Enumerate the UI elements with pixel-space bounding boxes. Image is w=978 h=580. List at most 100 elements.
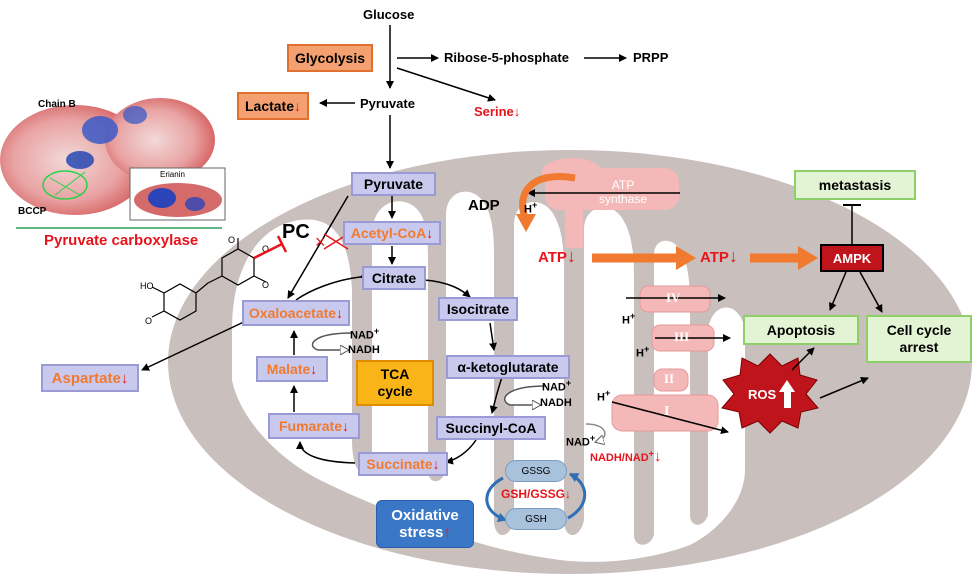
metastasis-label: metastasis [818,176,892,193]
glycolysis-box: Glycolysis [287,44,373,72]
ampk-box: AMPK [820,244,884,272]
lactate-label: Lactate [244,97,295,114]
fumarate-down-arrow: ↓ [342,417,350,434]
svg-text:O: O [228,235,235,245]
nad-label-2: NAD+ [542,378,571,394]
erianin-label: Erianin [160,170,185,179]
nadh-ratio-text: NADH/NAD [590,452,649,464]
h-plus-iii: + [643,344,650,354]
serine-label: Serine↓ [474,104,520,119]
malate-label: Malate [266,360,311,377]
serine-down-arrow: ↓ [513,104,521,119]
atp-text-2: ATP [700,249,729,266]
chain-b-label: Chain B [38,99,76,110]
isocitrate-node: Isocitrate [438,297,518,321]
succinate-node: Succinate↓ [358,452,448,476]
glycolysis-label: Glycolysis [294,49,366,66]
atp-down-arrow-2: ↓ [728,246,738,266]
oxaloacetate-down-arrow: ↓ [336,304,344,321]
oxidative-stress-label: Oxidative stress [391,507,459,541]
ros-label: ROS [748,387,777,402]
succinate-label: Succinate [366,455,433,472]
aspartate-down-arrow: ↓ [120,369,129,387]
bccp-label: BCCP [18,206,47,217]
gssg-label: GSSG [521,465,551,477]
ros-burst [721,353,819,434]
h-label-iv: H+ [622,311,635,327]
acetyl-coa-label: Acetyl-CoA [350,224,427,241]
svg-text:O: O [262,244,269,254]
h-plus-i: + [604,388,611,398]
tca-cycle-box: TCA cycle [356,360,434,406]
aspartate-label: Aspartate [51,369,121,387]
h-label-synthase: H+ [524,200,537,216]
malate-down-arrow: ↓ [310,360,318,377]
complex-ii [653,368,689,392]
cell-cycle-label: Cell cycle arrest [886,322,952,355]
cell-cycle-box: Cell cycle arrest [866,315,972,363]
nad-label-3: NAD+ [566,433,595,449]
nadh-ratio-down-arrow: ↓ [653,448,662,465]
nadh-label-1: NADH [348,344,380,356]
atp-label-1: ATP↓ [538,246,576,267]
pc-block-cross: × [315,232,326,252]
malate-node: Malate↓ [256,356,328,382]
atp-text-1: ATP [538,249,567,266]
citrate-node: Citrate [362,266,426,290]
h-text-synthase: H [524,203,532,216]
gsh-label: GSH [525,513,547,525]
svg-text:O: O [145,316,152,326]
nad-label-1: NAD+ [350,326,379,342]
apoptosis-label: Apoptosis [766,321,836,338]
h-plus-iv: + [629,311,636,321]
oxidative-stress-box: Oxidative stress↑ [376,500,474,548]
gsh-ratio-down-arrow: ↓ [565,487,572,501]
atp-synthase-body [545,168,679,210]
complex-iv-label: IV [666,290,681,305]
fumarate-node: Fumarate↓ [268,413,360,439]
nad-text-3: NAD [566,436,590,449]
lactate-box: Lactate↓ [237,92,309,120]
gssg-node: GSSG [505,460,567,482]
nad-text-1: NAD [350,329,374,342]
isocitrate-label: Isocitrate [446,300,510,317]
succinate-down-arrow: ↓ [432,455,440,472]
fumarate-label: Fumarate [278,417,343,434]
adp-label: ADP [468,197,500,214]
complex-iii-label: III [674,329,690,344]
apoptosis-box: Apoptosis [743,315,859,345]
svg-text:O: O [262,280,269,290]
h-label-iii: H+ [636,344,649,360]
complex-ii-label: II [664,371,675,386]
nad-plus-1: + [373,326,380,336]
pyruvate-mito-node: Pyruvate [351,172,436,196]
acetyl-coa-node: Acetyl-CoA↓ [343,221,441,245]
pyruvate-mito-label: Pyruvate [363,175,424,192]
nad-text-2: NAD [542,381,566,394]
pyruvate-cyto-label: Pyruvate [360,96,415,111]
complex-i-label: I [664,404,670,419]
nadh-ratio-label: NADH/NAD+↓ [590,448,661,465]
oxaloacetate-label: Oxaloacetate [248,304,337,321]
oxidative-up-arrow: ↑ [443,524,451,541]
prpp-label: PRPP [633,50,669,65]
ampk-label: AMPK [832,250,872,266]
glucose-label: Glucose [363,7,415,22]
h-plus-synthase: + [531,200,538,210]
serine-text: Serine [474,104,514,119]
h-text-iv: H [622,314,630,327]
nadh-ratio-plus: + [648,448,654,459]
acetyl-coa-down-arrow: ↓ [426,224,434,241]
svg-text:HO: HO [140,281,154,291]
aspartate-node: Aspartate↓ [41,364,139,392]
lactate-down-arrow: ↓ [294,97,302,114]
nad-plus-3: + [589,433,596,443]
ribose-label: Ribose-5-phosphate [444,50,569,65]
gsh-ratio-text: GSH/GSSG [501,487,566,501]
complex-iv [639,285,711,313]
akg-node: α-ketoglutarate [446,355,570,379]
tca-cycle-label: TCA cycle [377,366,413,399]
oxaloacetate-node: Oxaloacetate↓ [242,300,350,326]
